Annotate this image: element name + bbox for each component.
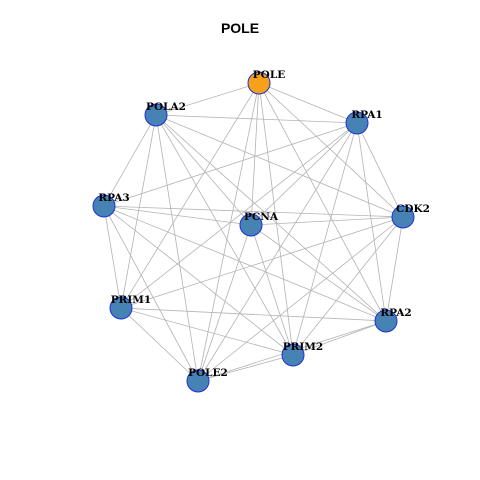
node-label-rpa1: RPA1	[351, 109, 382, 121]
edge-rpa3-pole2	[103, 205, 199, 382]
edge-rpa3-pcna	[103, 205, 252, 226]
edge-rpa1-prim1	[120, 122, 358, 309]
node-layer	[92, 71, 415, 393]
node-prim1[interactable]	[109, 296, 133, 320]
edge-rpa1-pcna	[250, 122, 358, 226]
edge-pcna-prim2	[250, 224, 294, 356]
node-pole[interactable]	[247, 71, 271, 95]
node-label-pcna: PCNA	[244, 211, 279, 223]
edge-rpa3-rpa2	[103, 205, 387, 322]
edge-pola2-rpa3	[103, 114, 157, 207]
node-label-prim2: PRIM2	[283, 341, 323, 353]
node-label-pola2: POLA2	[146, 101, 186, 113]
edge-prim1-prim2	[120, 307, 294, 356]
edge-cdk2-rpa2	[385, 216, 404, 322]
edge-rpa3-cdk2	[103, 205, 404, 218]
edge-pola2-cdk2	[155, 114, 404, 218]
node-label-rpa3: RPA3	[98, 192, 129, 204]
node-label-pole: POLE	[253, 69, 285, 81]
edge-pole-pola2	[155, 82, 260, 116]
edge-layer	[103, 82, 404, 382]
edge-pole-prim1	[120, 82, 260, 309]
node-cdk2[interactable]	[391, 205, 415, 229]
node-label-rpa2: RPA2	[380, 307, 411, 319]
edge-pole-rpa2	[258, 82, 387, 322]
edge-pcna-rpa2	[250, 224, 387, 322]
edge-pcna-pole2	[197, 224, 252, 382]
node-label-cdk2: CDK2	[396, 203, 430, 215]
edge-cdk2-prim1	[120, 216, 404, 309]
edge-rpa1-rpa3	[103, 122, 358, 207]
node-prim2[interactable]	[281, 343, 305, 367]
node-pola2[interactable]	[144, 103, 168, 127]
node-pole2[interactable]	[186, 369, 210, 393]
edge-rpa1-prim2	[292, 122, 358, 356]
edge-rpa3-prim1	[103, 205, 122, 309]
node-label-pole2: POLE2	[188, 367, 228, 379]
node-rpa3[interactable]	[92, 194, 116, 218]
node-rpa1[interactable]	[345, 111, 369, 135]
node-label-prim1: PRIM1	[111, 294, 151, 306]
edge-rpa3-prim2	[103, 205, 294, 356]
edge-rpa1-rpa2	[356, 122, 387, 322]
edge-pole-pole2	[197, 82, 260, 382]
edge-prim1-pole2	[120, 307, 199, 382]
edge-rpa1-cdk2	[356, 122, 404, 218]
edge-cdk2-prim2	[292, 216, 404, 356]
edge-pole-cdk2	[258, 82, 404, 218]
edge-rpa2-prim2	[292, 320, 387, 356]
edge-pola2-rpa1	[155, 114, 358, 124]
edge-prim1-rpa2	[120, 307, 387, 322]
edge-rpa1-pole2	[197, 122, 358, 382]
edge-pcna-cdk2	[250, 216, 404, 226]
node-rpa2[interactable]	[374, 309, 398, 333]
edge-pola2-prim1	[120, 114, 157, 309]
edge-prim2-pole2	[197, 354, 294, 382]
edge-pola2-pole2	[155, 114, 199, 382]
node-pcna[interactable]	[239, 213, 263, 237]
edge-pole-rpa1	[258, 82, 358, 124]
edge-cdk2-pole2	[197, 216, 404, 382]
edge-pola2-pcna	[155, 114, 252, 226]
chart-title: POLE	[220, 20, 260, 36]
